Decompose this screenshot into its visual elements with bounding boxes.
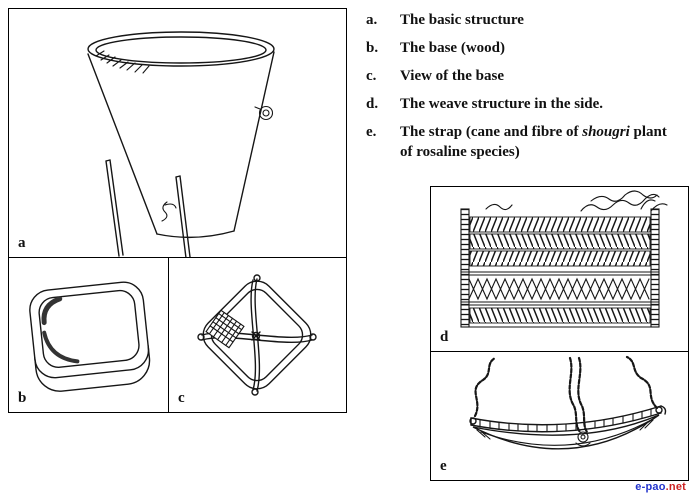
legend-item-d: d. The weave structure in the side.	[366, 94, 688, 114]
legend-text: The basic structure	[400, 12, 524, 28]
panel-label-c: c	[178, 390, 185, 406]
panel-label-a: a	[18, 235, 26, 251]
weave-illustration	[460, 190, 668, 328]
legend-e-species: shougri	[582, 124, 630, 140]
watermark-primary: e-pao	[635, 481, 666, 493]
figure-legend: a. The basic structure b. The base (wood…	[366, 10, 688, 170]
wood-base-illustration	[29, 281, 151, 392]
legend-text: The weave structure in the side.	[400, 96, 604, 112]
legend-key: c.	[366, 68, 377, 84]
basket-structure-cell: a	[9, 9, 346, 258]
weave-structure-cell: d	[431, 187, 688, 352]
wood-base-cell: b	[9, 258, 169, 412]
legend-text: The base (wood)	[400, 40, 506, 56]
left-bottom-row: b	[9, 258, 346, 412]
base-view-illustration	[197, 274, 317, 396]
watermark-secondary: .net	[665, 481, 686, 493]
legend-item-c: c. View of the base	[366, 66, 688, 86]
legend-text: The strap (cane and fibre of shougri pla…	[400, 122, 676, 162]
legend-key: e.	[366, 124, 377, 140]
legend-e-prefix: The strap (cane and fibre of	[400, 124, 583, 140]
legend-item-a: a. The basic structure	[366, 10, 688, 30]
panel-label-d: d	[440, 329, 449, 345]
basket-illustration	[87, 31, 275, 257]
panel-label-b: b	[18, 390, 27, 406]
strap-illustration	[469, 355, 667, 450]
legend-e-suffix: plant of rosaline species)	[400, 124, 667, 160]
site-watermark: e-pao.net	[635, 481, 686, 493]
legend-key: a.	[366, 12, 378, 28]
legend-item-e: e. The strap (cane and fibre of shougri …	[366, 122, 688, 162]
legend-item-b: b. The base (wood)	[366, 38, 688, 58]
legend-key: d.	[366, 96, 379, 112]
left-figure-panel: a b	[8, 8, 347, 413]
legend-text: View of the base	[400, 68, 505, 84]
base-view-cell: c	[169, 258, 346, 412]
panel-label-e: e	[440, 458, 447, 474]
legend-key: b.	[366, 40, 379, 56]
strap-cell: e	[431, 352, 688, 480]
right-figure-panel: d	[430, 186, 689, 481]
